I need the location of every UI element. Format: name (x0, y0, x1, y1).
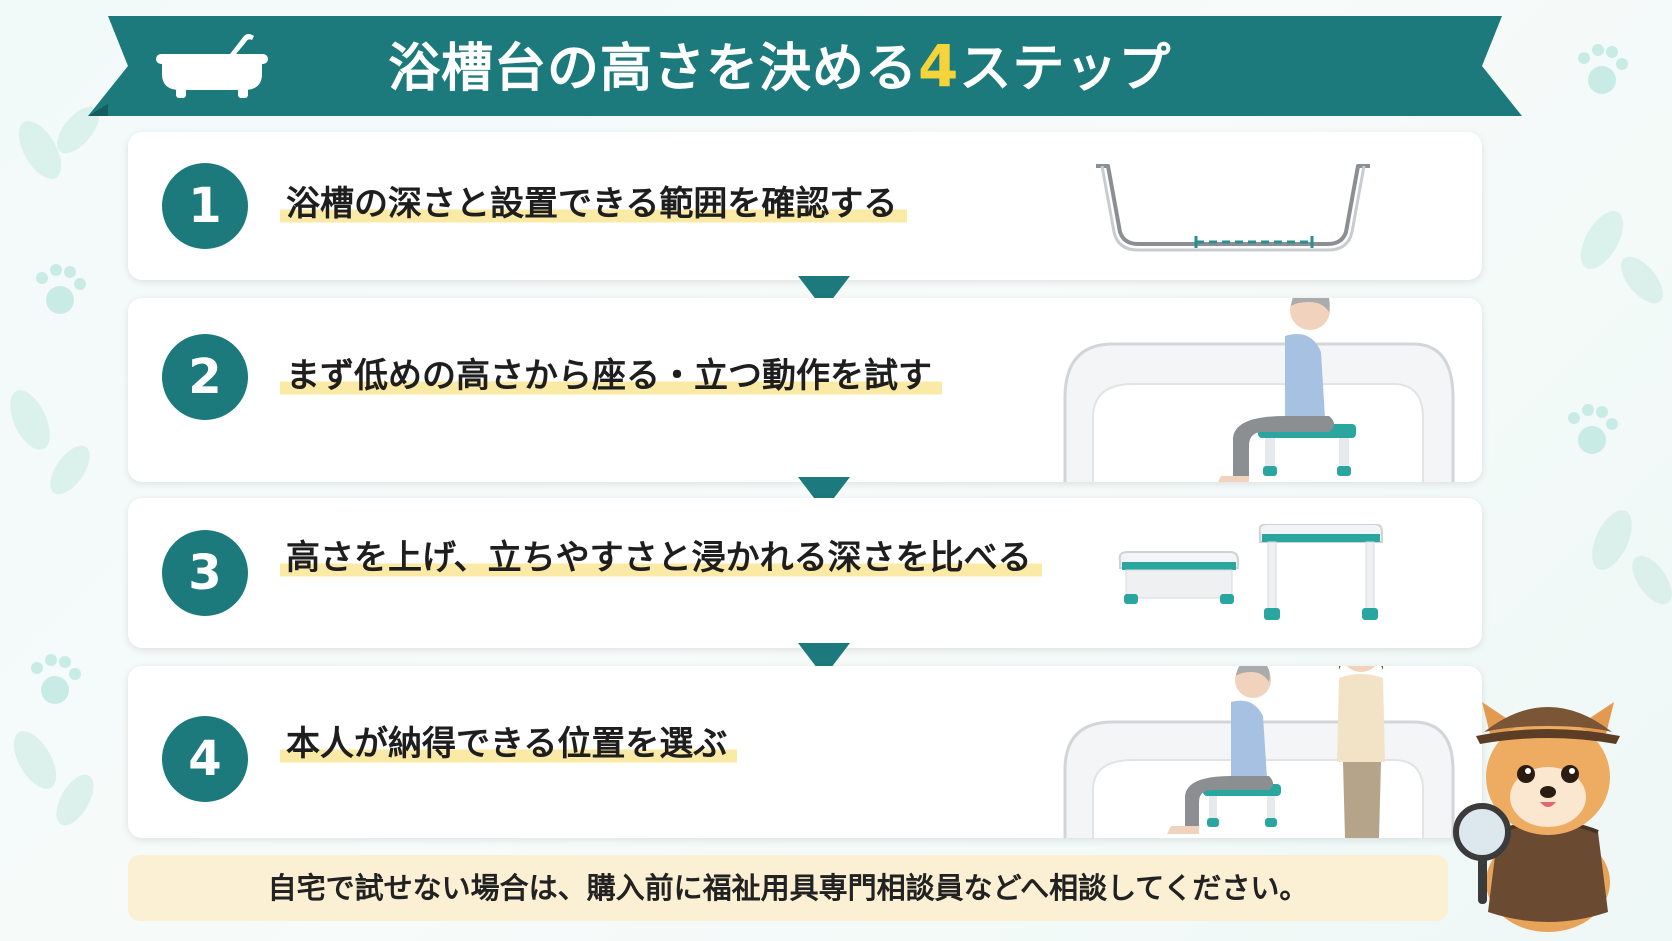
step-card-4: 4 本人が納得できる位置を選ぶ (128, 666, 1482, 838)
step-card-2: 2 まず低めの高さから座る・立つ動作を試す (128, 298, 1482, 482)
banner-ribbon (88, 16, 1522, 116)
leaf-decoration-right (1568, 44, 1672, 605)
step-text-2: まず低めの高さから座る・立つ動作を試す (280, 354, 942, 398)
arrow-down-icon (798, 276, 850, 310)
title-number: 4 (918, 32, 960, 100)
advice-note: 自宅で試せない場合は、購入前に福祉用具専門相談員などへ相談してください。 (128, 855, 1448, 921)
step-text-4: 本人が納得できる位置を選ぶ (280, 722, 738, 766)
step-number-2: 2 (162, 334, 248, 420)
senior-and-caregiver-illustration (1063, 666, 1455, 838)
paw-icon (1568, 44, 1628, 454)
step-card-1: 1 浴槽の深さと設置できる範囲を確認する (128, 132, 1482, 280)
title-suffix: ステップ (959, 39, 1172, 99)
step-text-3: 高さを上げ、立ちやすさと浸かれる深さを比べる (280, 536, 1042, 580)
step-card-3: 3 高さを上げ、立ちやすさと浸かれる深さを比べる (128, 498, 1482, 648)
detective-dog-mascot (1453, 702, 1620, 932)
page-title: 浴槽台の高さを決める4ステップ (388, 32, 1172, 100)
paw-icon (31, 264, 86, 704)
arrow-down-icon (798, 643, 850, 677)
bath-step-comparison-illustration (1118, 524, 1383, 620)
step-text-1: 浴槽の深さと設置できる範囲を確認する (280, 182, 908, 226)
arrow-down-icon (798, 477, 850, 511)
step-number-4: 4 (162, 716, 248, 802)
header-banner: 浴槽台の高さを決める4ステップ (88, 16, 1522, 116)
senior-sitting-on-bath-step-illustration (1063, 298, 1455, 482)
bathtub-cross-section-illustration (1096, 164, 1370, 252)
bathtub-icon (156, 34, 268, 98)
step-number-1: 1 (162, 163, 248, 249)
leaf-decoration-left (10, 106, 99, 826)
title-prefix: 浴槽台の高さを決める (388, 39, 919, 99)
step-number-3: 3 (162, 530, 248, 616)
